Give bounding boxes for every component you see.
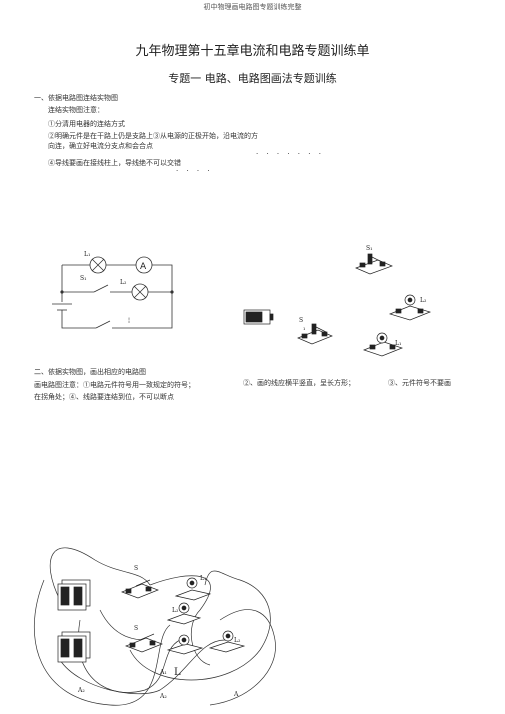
label-tick: ¦ bbox=[128, 317, 130, 324]
section1-heading: 一、依据电路图连结实物图 bbox=[34, 94, 118, 102]
wire-label-L2: L₂ bbox=[172, 607, 179, 614]
section2-line1b: ②、画的线应横平竖直，呈长方形； bbox=[243, 379, 355, 387]
wire-label-S-top: S bbox=[134, 565, 138, 572]
ammeter-label: A bbox=[140, 262, 147, 272]
kit-label-L2: L₂ bbox=[420, 297, 427, 304]
kit-label-S: S bbox=[299, 317, 303, 324]
note-item-1: ①分清用电器的连结方式 bbox=[48, 120, 125, 128]
section2-line1c: ③、元件符号不要画 bbox=[388, 379, 451, 387]
page-header: 初中物理画电路图专题训练完整 bbox=[203, 3, 302, 11]
section2-line2: 在拐角处；④、线路要连结到位，不可以断点 bbox=[34, 393, 174, 401]
section2-heading: 二、依据实物图，画出相应的电路图 bbox=[34, 368, 146, 376]
label-L2: L₂ bbox=[120, 279, 127, 286]
wire-label-L: L bbox=[174, 667, 181, 678]
wire-label-A-right: A bbox=[233, 691, 239, 698]
note-title: 连结实物图注意： bbox=[48, 106, 104, 114]
wire-label-L1: L₁ bbox=[200, 575, 206, 582]
wire-label-Lb: L₂ bbox=[234, 637, 241, 644]
note-item-2: ②明确元件是在干路上仍是支路上③从电源的正极开始，沿电流的方 bbox=[48, 132, 258, 140]
kit-label-S1: S₁ bbox=[366, 245, 373, 252]
note-item-2-cont: 向连，确立好电流分支点和会合点 bbox=[48, 142, 153, 150]
label-L1: L₁ bbox=[84, 251, 90, 258]
wire-label-A-left: A₂ bbox=[77, 687, 85, 694]
wire-label-S-mid: S bbox=[134, 625, 138, 632]
kit-label-s-sub: ₁ bbox=[303, 325, 305, 332]
wire-label-A-bottom: A₂ bbox=[159, 693, 167, 700]
note-item-4: ④导线要画在接线柱上，导线绝不可以交错 bbox=[48, 159, 181, 167]
emphasis-dots-b: · · · · bbox=[176, 167, 213, 175]
page-title: 九年物理第十五章电流和电路专题训练单 bbox=[135, 44, 370, 59]
label-S1: S₁ bbox=[80, 275, 87, 282]
wire-label-A1: A₁ bbox=[159, 669, 167, 676]
emphasis-dots-a: · · · · · · · bbox=[256, 150, 324, 158]
kit-label-L1: L₁ bbox=[395, 340, 401, 347]
section2-line1: 画电路图注意：①电路元件符号用一致规定的符号； bbox=[34, 381, 195, 389]
page-subtitle: 专题一 电路、电路图画法专题训练 bbox=[168, 72, 337, 85]
